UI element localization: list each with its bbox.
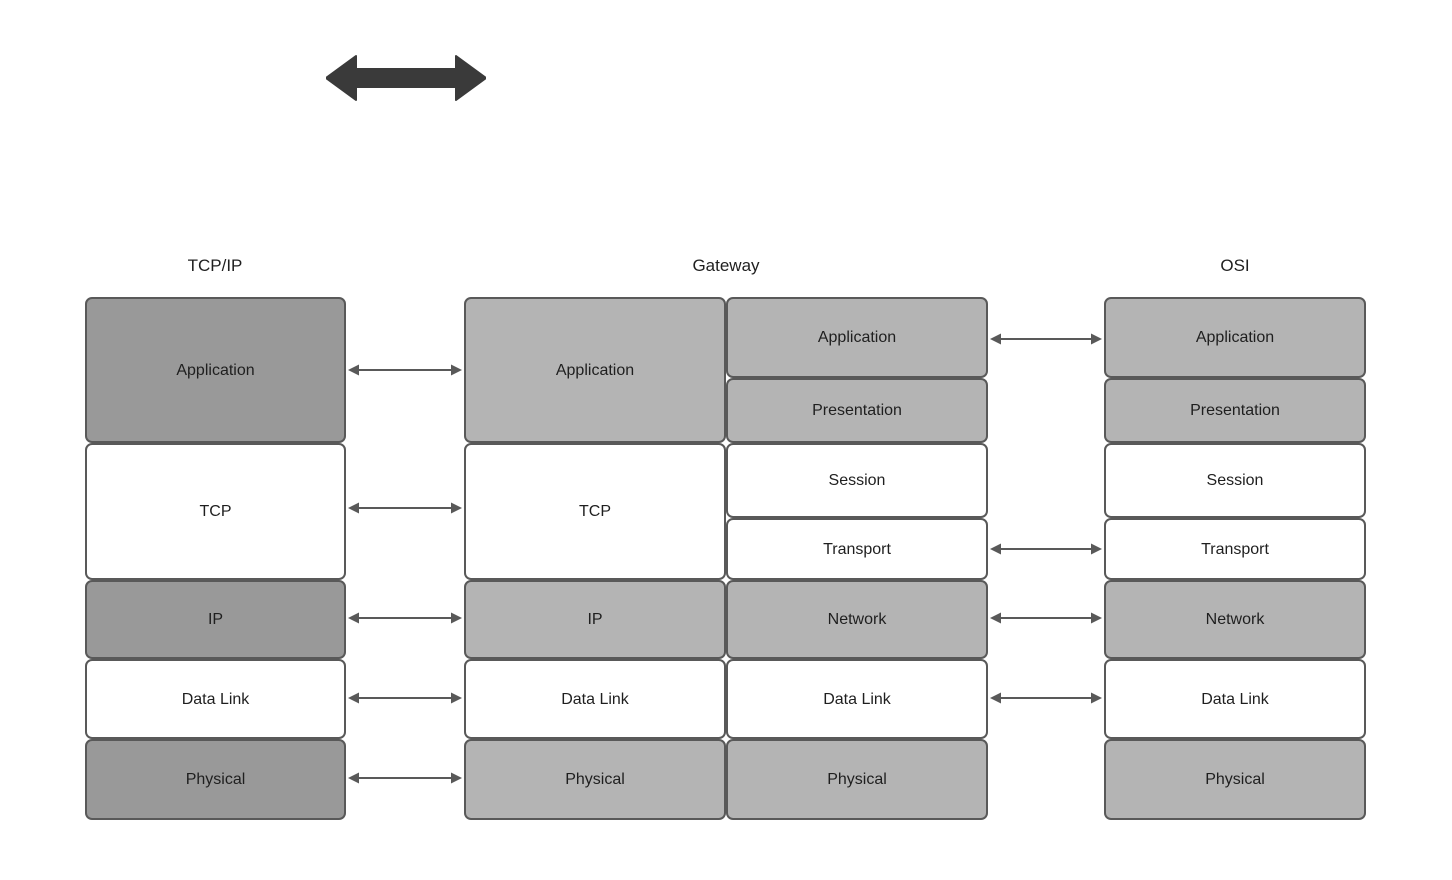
layer-box-gateway-right-presentation[interactable]: Presentation xyxy=(726,378,988,443)
connector-arrow-gateway-osi-network xyxy=(990,608,1102,628)
layer-label: Data Link xyxy=(823,690,891,708)
layer-box-tcpip-main-tcp[interactable]: TCP xyxy=(85,443,346,580)
layer-label: Application xyxy=(555,361,635,379)
layer-box-gateway-right-data-link[interactable]: Data Link xyxy=(726,659,988,739)
layer-box-gateway-left-tcp[interactable]: TCP xyxy=(464,443,726,580)
layer-label: Data Link xyxy=(181,690,250,708)
layer-label: Physical xyxy=(1205,771,1265,788)
layer-label: Physical xyxy=(565,771,625,788)
connector-arrow-gateway-osi-transport xyxy=(990,539,1102,559)
layer-label: TCP xyxy=(579,503,611,520)
layer-label: Transport xyxy=(823,540,891,558)
layer-label: Application xyxy=(176,361,255,379)
layer-box-gateway-left-physical[interactable]: Physical xyxy=(464,739,726,820)
connector-arrow-tcpip-gateway-application xyxy=(348,360,462,380)
layer-box-osi-main-presentation[interactable]: Presentation xyxy=(1104,378,1366,443)
layer-box-osi-main-physical[interactable]: Physical xyxy=(1104,739,1366,820)
layer-box-gateway-left-application[interactable]: Application xyxy=(464,297,726,443)
layer-box-gateway-right-physical[interactable]: Physical xyxy=(726,739,988,820)
layer-box-tcpip-main-physical[interactable]: Physical xyxy=(85,739,346,820)
layer-label: TCP xyxy=(199,503,232,520)
connector-arrow-tcpip-gateway-ip xyxy=(348,608,462,628)
layer-label: Presentation xyxy=(812,402,902,419)
connector-arrow-tcpip-gateway-datalink xyxy=(348,688,462,708)
layer-box-osi-main-application[interactable]: Application xyxy=(1104,297,1366,378)
layer-label: Data Link xyxy=(1201,690,1269,708)
connector-arrow-tcpip-gateway-physical xyxy=(348,768,462,788)
layer-box-tcpip-main-application[interactable]: Application xyxy=(85,297,346,443)
layer-box-osi-main-network[interactable]: Network xyxy=(1104,580,1366,659)
layer-label: Network xyxy=(827,611,887,628)
layer-label: IP xyxy=(207,611,224,628)
layer-label: Physical xyxy=(185,771,246,788)
layer-label: IP xyxy=(587,611,603,628)
layer-label: Physical xyxy=(827,771,887,788)
layer-box-gateway-right-transport[interactable]: Transport xyxy=(726,518,988,580)
column-title-gateway: Gateway xyxy=(692,256,760,275)
layer-box-gateway-right-session[interactable]: Session xyxy=(726,443,988,518)
layer-label: Session xyxy=(1206,472,1264,489)
layer-box-gateway-right-application[interactable]: Application xyxy=(726,297,988,378)
layer-box-gateway-right-network[interactable]: Network xyxy=(726,580,988,659)
layer-box-tcpip-main-data-link[interactable]: Data Link xyxy=(85,659,346,739)
layer-box-gateway-left-ip[interactable]: IP xyxy=(464,580,726,659)
layer-label: Data Link xyxy=(561,690,629,708)
layer-box-gateway-left-data-link[interactable]: Data Link xyxy=(464,659,726,739)
column-title-osi: OSI xyxy=(1220,256,1250,275)
layer-box-osi-main-transport[interactable]: Transport xyxy=(1104,518,1366,580)
layer-label: Application xyxy=(1195,329,1275,346)
layer-box-tcpip-main-ip[interactable]: IP xyxy=(85,580,346,659)
connector-arrow-gateway-osi-datalink xyxy=(990,688,1102,708)
column-title-tcpip: TCP/IP xyxy=(187,256,243,275)
connector-arrow-tcpip-gateway-tcp xyxy=(348,498,462,518)
double-headed-block-arrow-icon xyxy=(326,52,486,104)
layer-box-osi-main-data-link[interactable]: Data Link xyxy=(1104,659,1366,739)
connector-arrow-gateway-osi-application xyxy=(990,329,1102,349)
layer-label: Network xyxy=(1205,611,1265,628)
layer-label: Presentation xyxy=(1190,402,1280,419)
layer-label: Session xyxy=(828,472,886,489)
layer-box-osi-main-session[interactable]: Session xyxy=(1104,443,1366,518)
layer-label: Application xyxy=(817,329,897,346)
layer-label: Transport xyxy=(1201,540,1269,558)
